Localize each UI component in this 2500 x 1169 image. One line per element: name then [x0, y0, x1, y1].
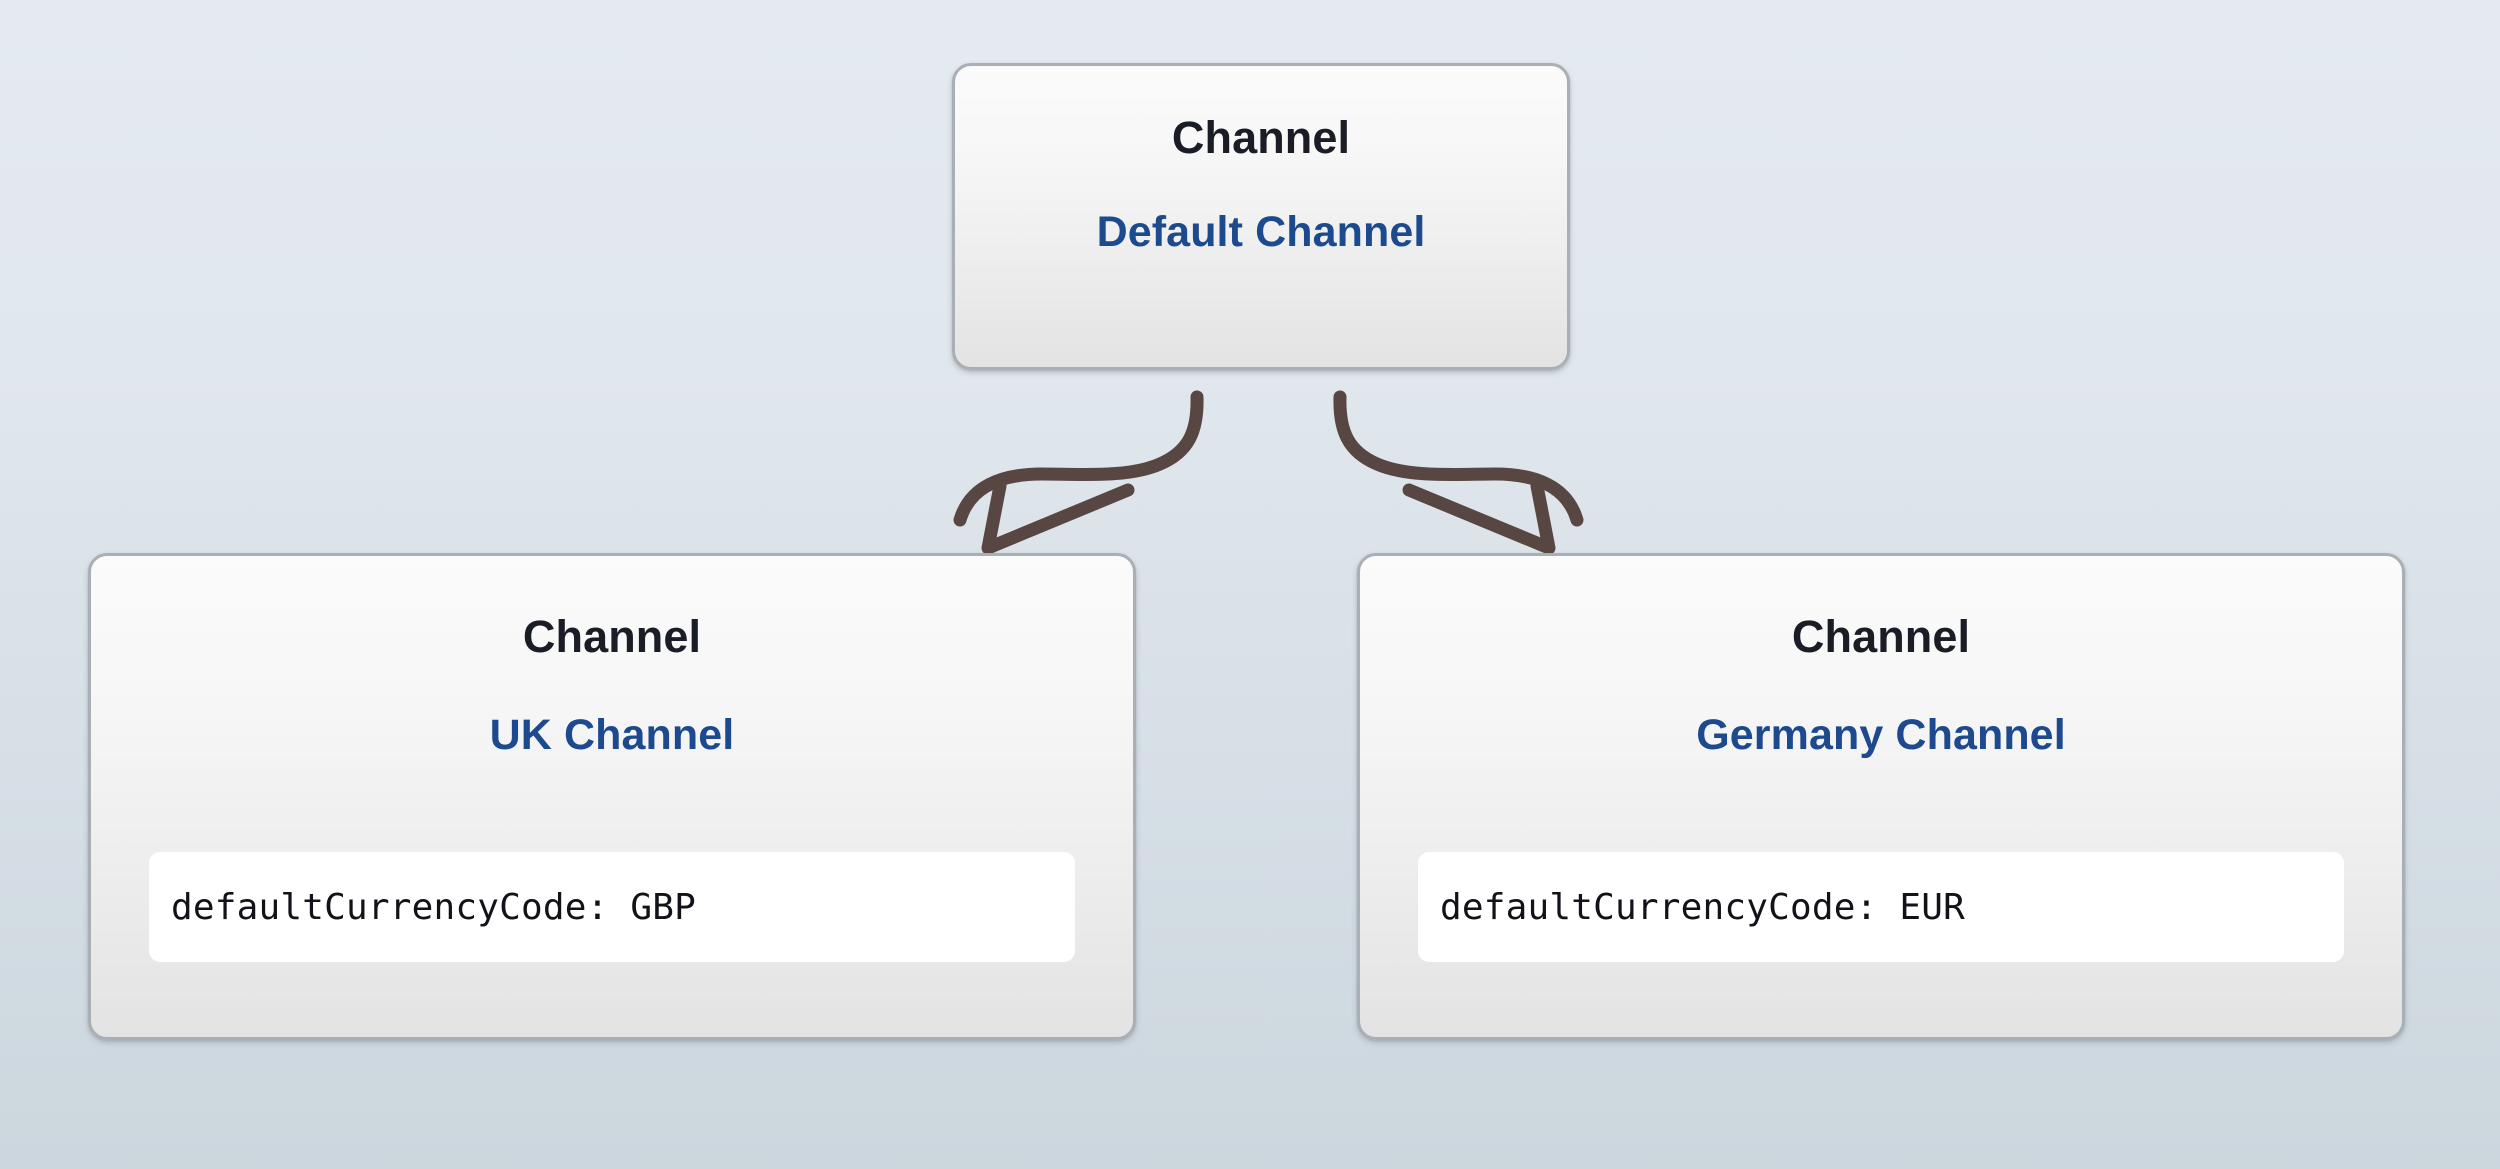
attribute-pill: defaultCurrencyCode: GBP: [149, 852, 1075, 962]
attribute-text: defaultCurrencyCode: EUR: [1440, 886, 1965, 928]
node-name-label: Germany Channel: [1696, 711, 2066, 759]
edge-root-to-uk-arrowhead: [981, 479, 1135, 555]
edge-root-to-germany-arrowhead: [1402, 479, 1556, 555]
node-type-label: Channel: [522, 611, 702, 662]
node-name-label: Default Channel: [1096, 208, 1426, 256]
attribute-text: defaultCurrencyCode: GBP: [171, 886, 696, 928]
node-card-germany-channel[interactable]: Channel Germany Channel defaultCurrencyC…: [1357, 553, 2405, 1040]
node-type-label: Channel: [1171, 112, 1351, 163]
node-card-uk-channel[interactable]: Channel UK Channel defaultCurrencyCode: …: [88, 553, 1136, 1040]
node-name-label: UK Channel: [489, 711, 735, 759]
edge-root-to-uk-line: [953, 390, 1204, 527]
node-card-default-channel[interactable]: Channel Default Channel: [952, 63, 1570, 370]
attribute-pill: defaultCurrencyCode: EUR: [1418, 852, 2344, 962]
node-type-label: Channel: [1791, 611, 1971, 662]
edge-root-to-germany-line: [1333, 390, 1584, 527]
